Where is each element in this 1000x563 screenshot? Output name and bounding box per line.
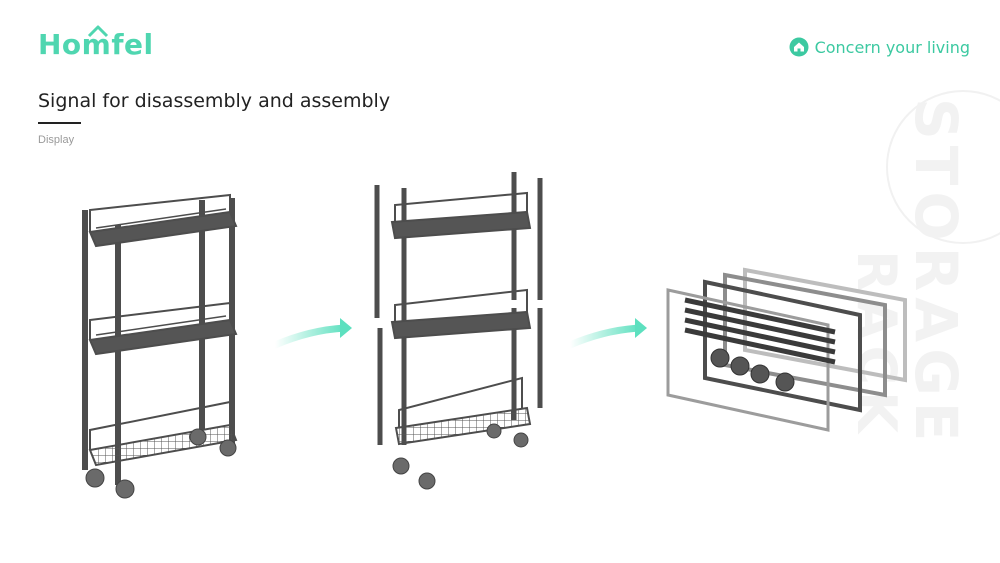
disassembled-rack <box>374 172 543 490</box>
page-subtitle: Display <box>38 134 75 146</box>
brand-logo[interactable]: Homfel <box>38 25 154 62</box>
arrow-1 <box>271 318 352 349</box>
home-icon <box>789 37 809 57</box>
watermark-storage: STORAGE <box>902 98 970 448</box>
tagline: Concern your living <box>789 37 970 57</box>
roof-icon <box>87 25 109 38</box>
brand-name: Homfel <box>38 28 154 61</box>
arrow-2 <box>566 318 647 349</box>
tagline-text: Concern your living <box>814 37 970 57</box>
packed-rack <box>666 267 907 432</box>
page-title: Signal for disassembly and assembly <box>38 90 391 112</box>
title-underline <box>38 122 81 124</box>
assembled-rack <box>82 193 238 499</box>
